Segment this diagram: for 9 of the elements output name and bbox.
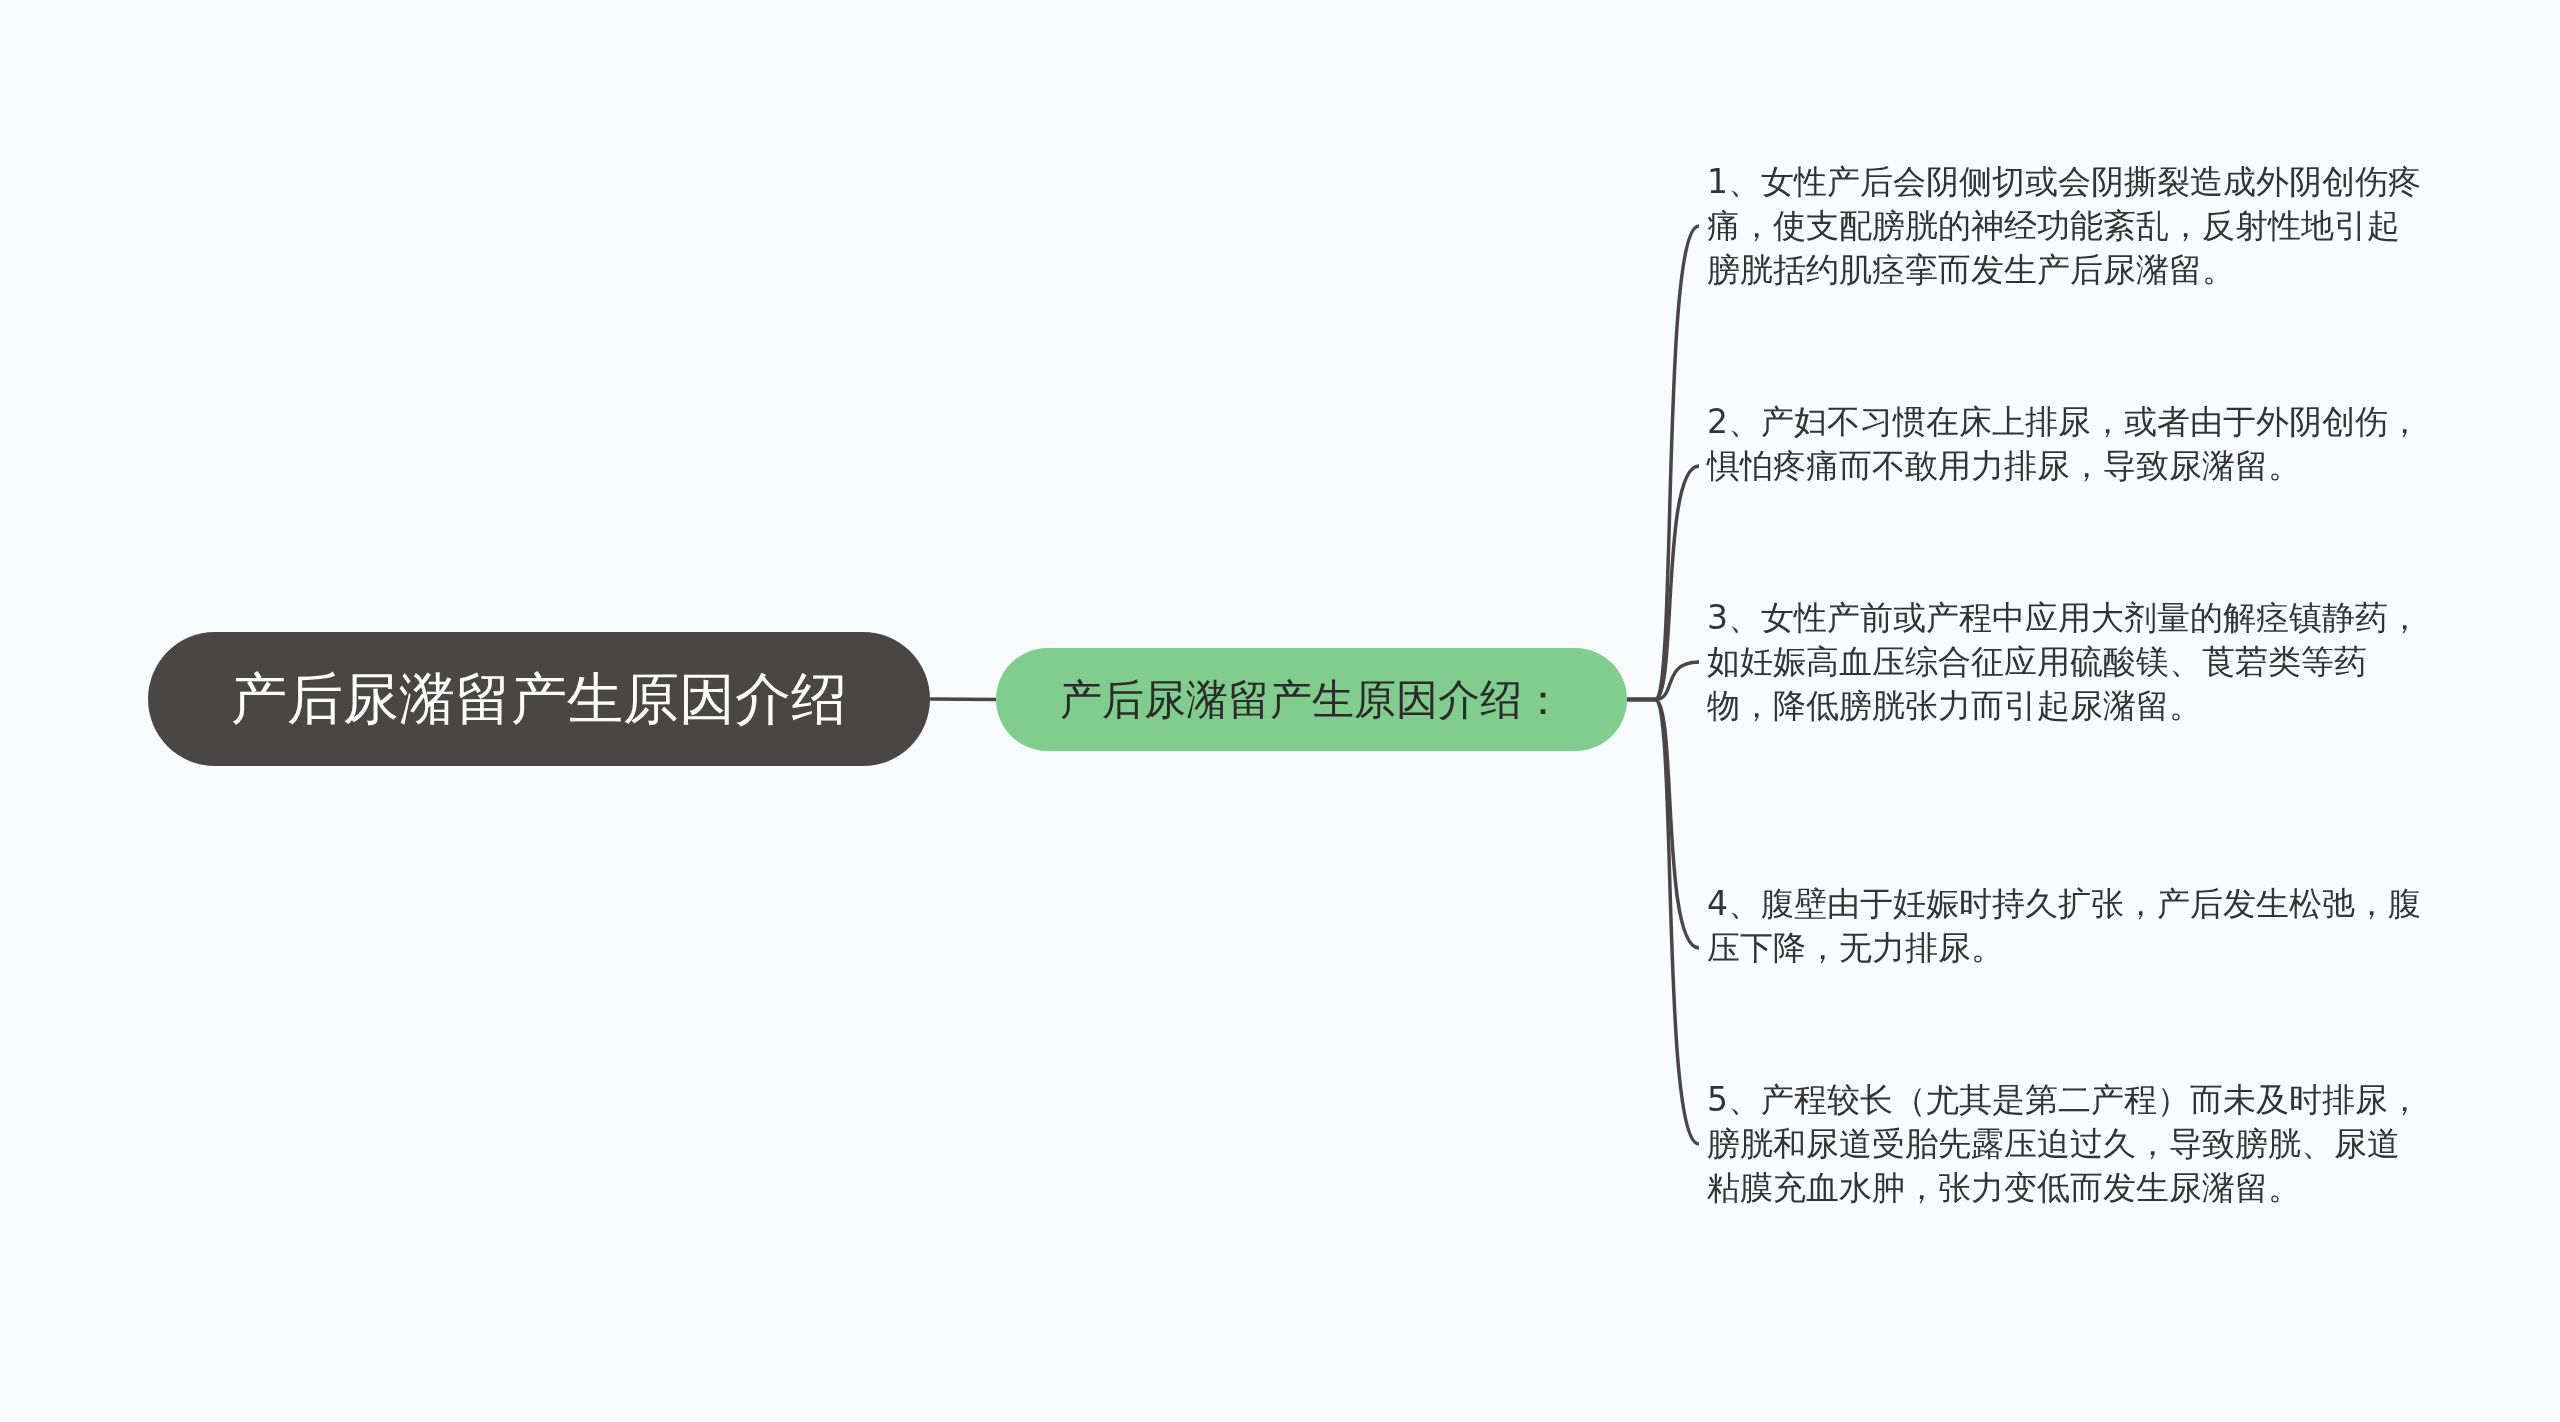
leaf-text: 3、女性产前或产程中应用大剂量的解痉镇静药，如妊娠高血压综合征应用硫酸镁、莨菪类等药物，降低膀胱张力而引起尿潴留。 [1707,596,2427,728]
connector-line [1627,697,1701,1146]
leaf-text: 4、腹壁由于妊娠时持久扩张，产后发生松弛，腹压下降，无力排尿。 [1707,882,2427,970]
leaf-text: 5、产程较长（尤其是第二产程）而未及时排尿，膀胱和尿道受胎先露压迫过久，导致膀胱、尿道粘膜充血水肿，张力变低而发生尿潴留。 [1707,1078,2427,1210]
subtopic-pill: 产后尿潴留产生原因介绍： [996,648,1627,751]
connector-line [930,697,996,702]
root-topic-pill: 产后尿潴留产生原因介绍 [148,632,930,766]
leaf-text: 2、产妇不习惯在床上排尿，或者由于外阴创伤，惧怕疼痛而不敢用力排尿，导致尿潴留。 [1707,400,2427,488]
leaf-text: 1、女性产后会阴侧切或会阴撕裂造成外阴创伤疼痛，使支配膀胱的神经功能紊乱，反射性地引起膀胱括约肌痉挛而发生产后尿潴留。 [1707,160,2427,292]
